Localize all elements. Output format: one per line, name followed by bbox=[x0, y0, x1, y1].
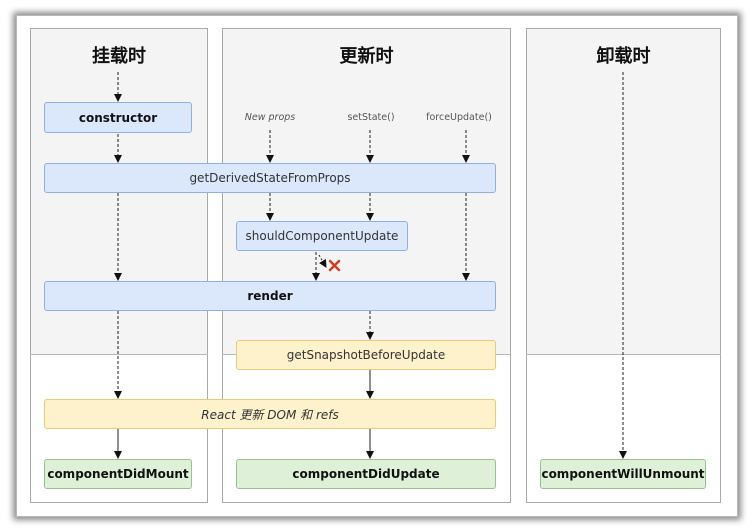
component-will-unmount-box: componentWillUnmount bbox=[540, 459, 706, 489]
get-derived-state-box: getDerivedStateFromProps bbox=[44, 163, 496, 193]
unmount-title: 卸载时 bbox=[596, 46, 651, 67]
update-title: 更新时 bbox=[339, 46, 394, 67]
render-box: render bbox=[44, 281, 496, 311]
cancel-icon bbox=[328, 259, 341, 272]
get-snapshot-box: getSnapshotBeforeUpdate bbox=[236, 340, 496, 370]
should-component-update-box: shouldComponentUpdate bbox=[236, 221, 408, 251]
force-update-label: forceUpdate() bbox=[426, 112, 492, 123]
phase-separator bbox=[30, 354, 208, 355]
new-props-label: New props bbox=[244, 112, 296, 123]
react-update-dom-box: React 更新 DOM 和 refs bbox=[44, 399, 496, 429]
set-state-label: setState() bbox=[347, 112, 395, 123]
mount-title: 挂载时 bbox=[92, 46, 146, 67]
component-did-mount-box: componentDidMount bbox=[44, 459, 192, 489]
constructor-box: constructor bbox=[44, 102, 192, 133]
component-did-update-box: componentDidUpdate bbox=[236, 459, 496, 489]
